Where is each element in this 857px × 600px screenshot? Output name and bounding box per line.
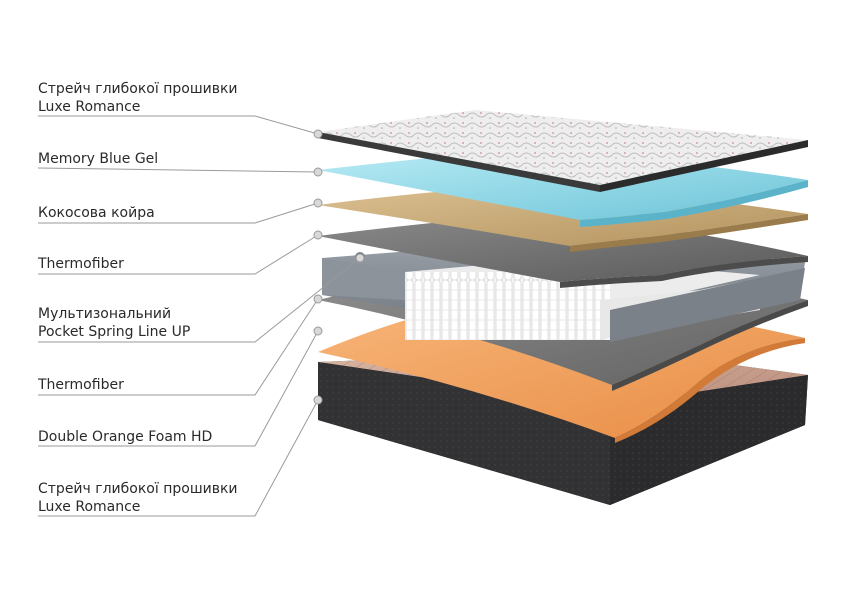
- label-top-cover-line2: Luxe Romance: [38, 99, 141, 115]
- label-orange-foam: Double Orange Foam HD: [38, 428, 212, 446]
- thermofiber-upper-layer: [318, 215, 808, 288]
- label-thermofiber-upper-line1: Thermofiber: [38, 256, 124, 272]
- label-coconut-coir-line1: Кокосова койра: [38, 205, 155, 221]
- label-bottom-cover-line2: Luxe Romance: [38, 499, 141, 515]
- label-thermofiber-upper: Thermofiber: [38, 255, 124, 273]
- label-pocket-spring-line2: Pocket Spring Line UP: [38, 324, 191, 340]
- label-bottom-cover: Стрейч глибокої прошивки Luxe Romance: [38, 480, 238, 516]
- label-pocket-spring-line1: Мультизональний: [38, 306, 172, 322]
- label-thermofiber-lower-line1: Thermofiber: [38, 377, 124, 393]
- label-coconut-coir: Кокосова койра: [38, 204, 155, 222]
- label-memory-gel: Memory Blue Gel: [38, 150, 158, 168]
- label-bottom-cover-line1: Стрейч глибокої прошивки: [38, 481, 238, 497]
- label-top-cover-line1: Стрейч глибокої прошивки: [38, 81, 238, 97]
- leader-dots: [313, 129, 365, 405]
- label-top-cover: Стрейч глибокої прошивки Luxe Romance: [38, 80, 238, 116]
- top-quilted-layer: [318, 110, 808, 192]
- label-memory-gel-line1: Memory Blue Gel: [38, 151, 159, 167]
- leader-lines: [37, 115, 361, 517]
- label-thermofiber-lower: Thermofiber: [38, 376, 124, 394]
- label-orange-foam-line1: Double Orange Foam HD: [38, 429, 213, 445]
- label-pocket-spring: Мультизональний Pocket Spring Line UP: [38, 305, 190, 341]
